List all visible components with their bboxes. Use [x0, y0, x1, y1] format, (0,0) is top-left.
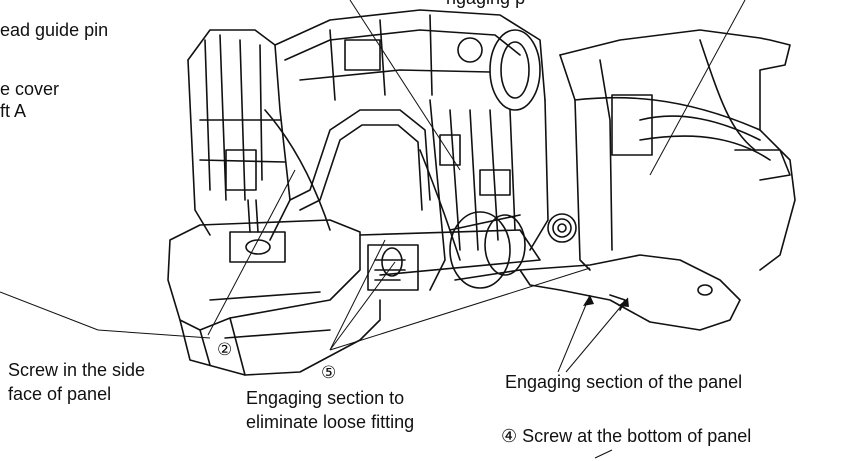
machine-body: [167, 9, 549, 376]
callout-5-number: ⑤: [321, 363, 337, 383]
label-engaging-loose-fitting-line1: Engaging section to: [246, 388, 405, 408]
label-side-cover: e cover: [0, 79, 60, 99]
label-screw-side-face-line1: Screw in the side: [8, 360, 146, 380]
label-shaft-a: ft A: [0, 101, 27, 121]
label-engaging-loose-fitting-line2: eliminate loose fitting: [246, 412, 415, 432]
leader-lines: [0, 0, 746, 459]
label-top-engaging: ngaging p: [446, 0, 525, 9]
callout-2-number: ②: [217, 340, 233, 360]
label-screw-side-face-line2: face of panel: [8, 384, 112, 404]
arrowheads: [583, 295, 629, 307]
label-thread-guide-pin: ead guide pin: [0, 20, 109, 40]
label-panel-engaging-section: Engaging section of the panel: [505, 372, 743, 392]
side-panel: [519, 29, 796, 331]
label-screw-bottom-panel: ④ Screw at the bottom of panel: [501, 426, 752, 446]
